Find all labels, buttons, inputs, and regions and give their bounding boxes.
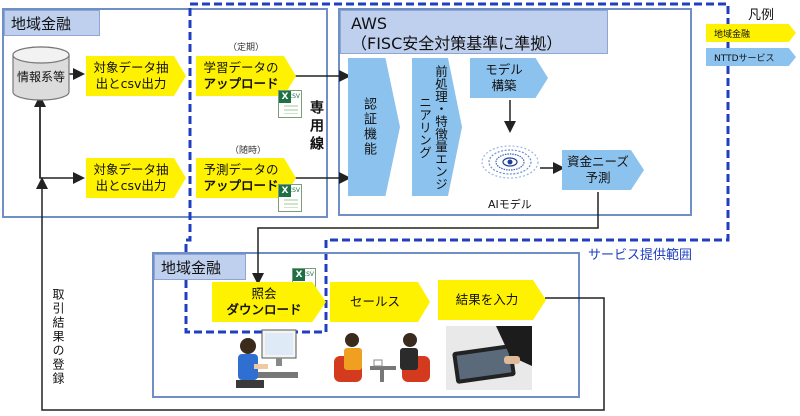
input-result-text: 結果を入力 xyxy=(455,292,519,307)
preprocess-text: 前処理・特徴量エンジニアリング xyxy=(417,64,448,190)
model-build-line2: 構築 xyxy=(491,78,517,93)
legend-title: 凡例 xyxy=(748,8,775,23)
aws-frame xyxy=(338,8,692,216)
learning-data-upload: 学習データの アップロード xyxy=(196,56,296,96)
aws-subtitle: （FISC安全対策基準に準拠） xyxy=(351,34,563,53)
model-build-line1: モデル xyxy=(485,62,523,77)
demand-line1: 資金ニーズ xyxy=(567,154,629,169)
extract-top-line2: 出とcsv出力 xyxy=(95,76,167,91)
database-cylinder xyxy=(12,46,70,101)
legend-nttd-service: NTTDサービス xyxy=(706,48,796,66)
sales-step: セールス xyxy=(330,282,430,322)
aws-header: AWS （FISC安全対策基準に準拠） xyxy=(340,10,608,54)
sales-meeting-illustration xyxy=(334,333,430,382)
prediction-data-upload: 予測データの アップロード xyxy=(196,158,296,198)
ai-model-swirl-icon xyxy=(481,145,539,179)
predict-upload-line1: 予測データの xyxy=(203,162,279,177)
adhoc-note: （随時） xyxy=(230,146,267,156)
demand-line2: 予測 xyxy=(585,170,611,185)
transaction-result-registration-label: 取引結果の登録 xyxy=(51,288,65,386)
extract-bottom-line2: 出とcsv出力 xyxy=(95,178,167,193)
inquiry-line2: ダウンロード xyxy=(226,302,302,317)
model-build: モデル 構築 xyxy=(470,58,548,98)
predict-upload-line2: アップロード xyxy=(203,178,279,193)
extract-csv-bottom: 対象データ抽 出とcsv出力 xyxy=(86,158,186,198)
inquiry-line1: 照会 xyxy=(251,286,277,301)
demand-prediction: 資金ニーズ 予測 xyxy=(562,150,644,190)
person-at-computer-illustration xyxy=(236,329,298,388)
extract-csv-top: 対象データ抽 出とcsv出力 xyxy=(86,56,186,96)
ai-model-label: AIモデル xyxy=(488,198,532,211)
regional-finance-top-frame xyxy=(2,8,328,218)
dedicated-line-label: 専用線 xyxy=(308,100,324,154)
header-text: 地域金融 xyxy=(161,258,222,277)
aws-title: AWS xyxy=(351,14,388,33)
periodic-note: （定期） xyxy=(228,43,265,53)
auth-text: 認証機能 xyxy=(361,97,376,157)
tablet-input-illustration xyxy=(446,326,532,390)
regional-finance-bottom-header: 地域金融 xyxy=(154,254,246,280)
input-result-step: 結果を入力 xyxy=(438,280,546,320)
legend-regional-text: 地域金融 xyxy=(714,29,751,40)
service-scope-label: サービス提供範囲 xyxy=(588,248,693,263)
learn-upload-line2: アップロード xyxy=(203,76,279,91)
extract-bottom-line1: 対象データ抽 xyxy=(93,162,169,177)
regional-finance-top-header: 地域金融 xyxy=(4,10,100,36)
database-label: 情報系等 xyxy=(16,70,65,84)
legend-nttd-text: NTTDサービス xyxy=(714,53,775,64)
sales-text: セールス xyxy=(349,294,400,309)
regional-finance-bottom-frame xyxy=(152,252,580,398)
learn-upload-line1: 学習データの xyxy=(203,60,279,75)
extract-top-line1: 対象データ抽 xyxy=(93,60,169,75)
header-text: 地域金融 xyxy=(11,14,72,33)
inquiry-download: 照会 ダウンロード xyxy=(212,282,326,322)
legend-regional-finance: 地域金融 xyxy=(706,24,796,42)
